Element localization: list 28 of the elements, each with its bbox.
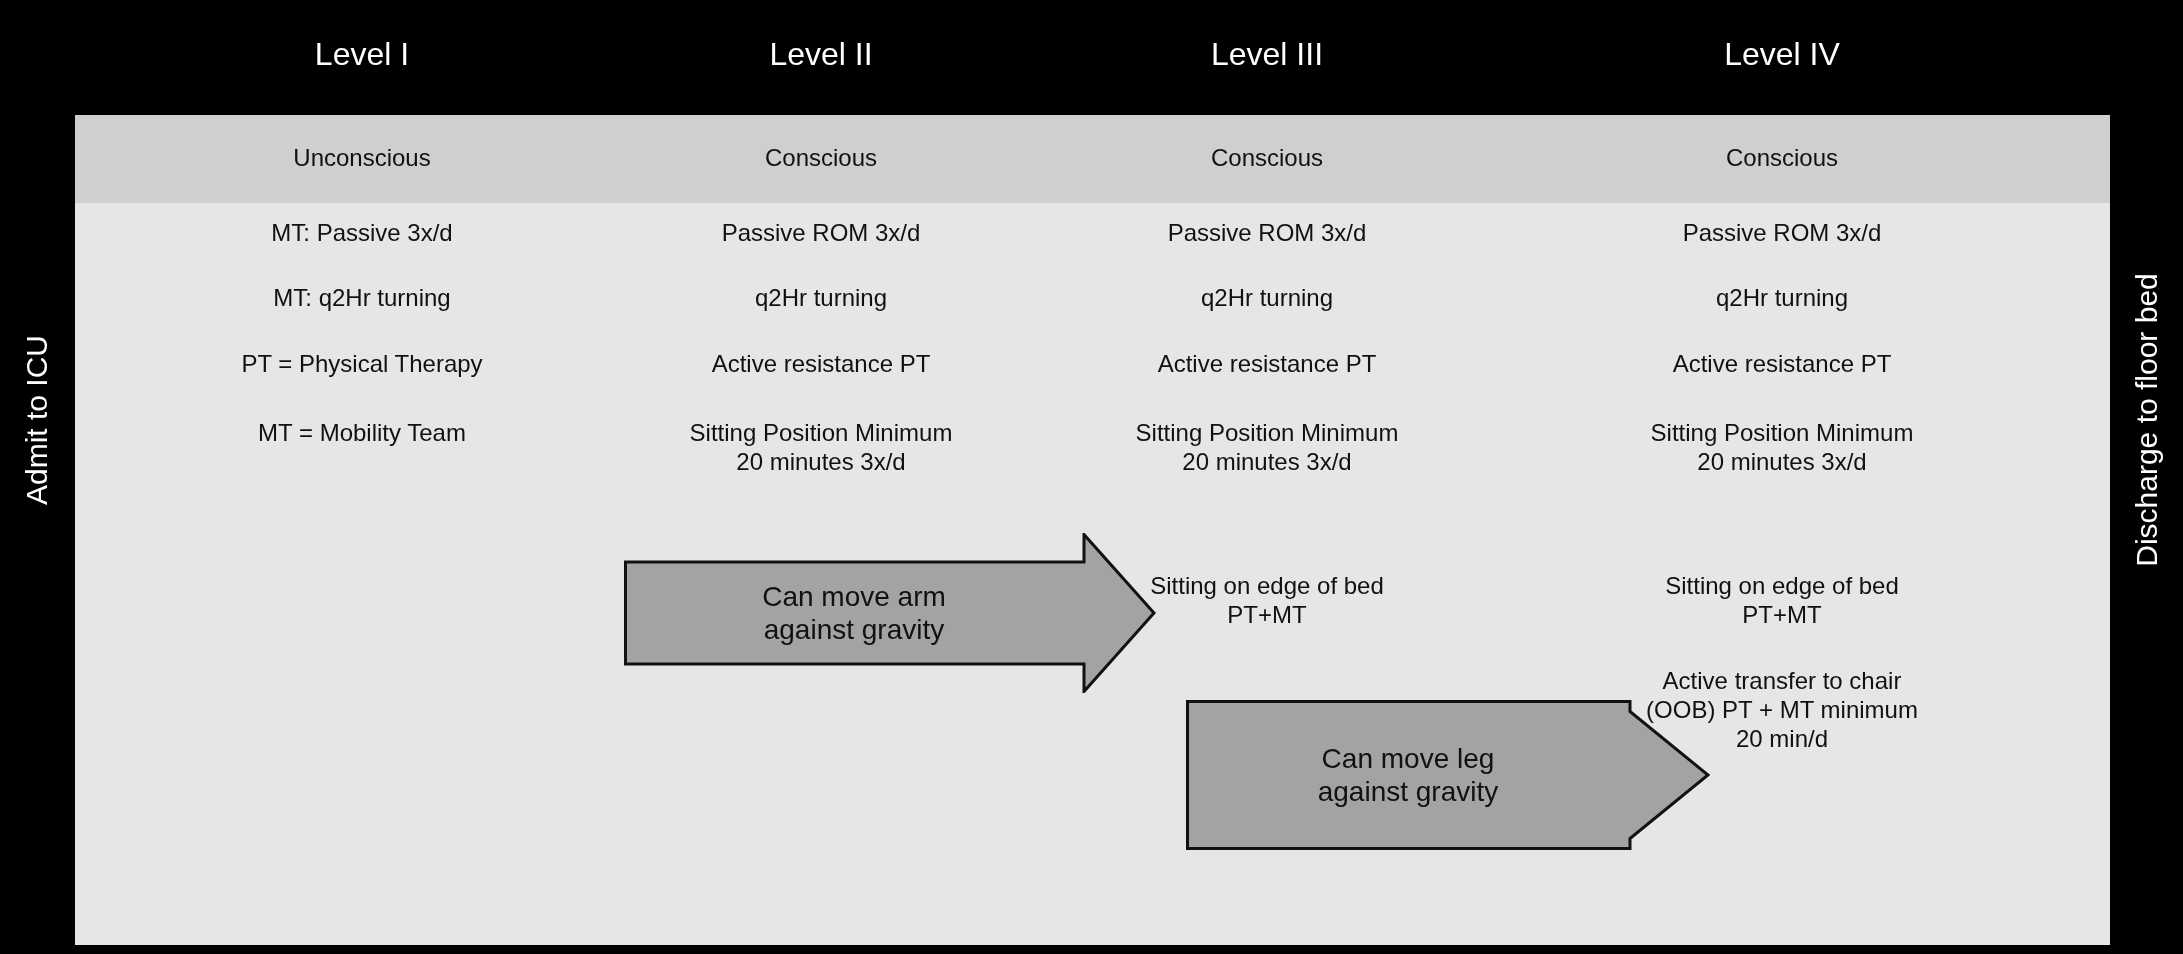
table-cell-text: Passive ROM 3x/d	[1681, 218, 1883, 247]
table-cell-text: MT: q2Hr turning	[272, 283, 452, 312]
table-cell-text: Unconscious	[292, 143, 432, 172]
column-heading: Level I	[313, 40, 411, 69]
table-cell-text: Active resistance PT	[710, 349, 932, 378]
table-cell-text: Sitting Position Minimum 20 minutes 3x/d	[1649, 418, 1915, 476]
table-cell-text: Active transfer to chair (OOB) PT + MT minimum 20 min/d	[1645, 666, 1919, 753]
table-cell-text: Sitting Position Minimum 20 minutes 3x/d	[688, 418, 954, 476]
table-cell-text: Active resistance PT	[1156, 349, 1378, 378]
table-cell-text: Conscious	[1724, 143, 1840, 172]
table-cell-text: Sitting Position Minimum 20 minutes 3x/d	[1134, 418, 1400, 476]
table-cell-text: MT = Mobility Team	[257, 418, 467, 447]
table-cell-text: MT: Passive 3x/d	[270, 218, 454, 247]
table-cell-text: q2Hr turning	[1714, 283, 1850, 312]
table-cell-text: q2Hr turning	[753, 283, 889, 312]
table-cell-text: q2Hr turning	[1199, 283, 1335, 312]
column-heading: Level IV	[1723, 40, 1841, 69]
table-cell-text: Sitting on edge of bed PT+MT	[1664, 571, 1900, 629]
table-cell-text: Conscious	[1209, 143, 1325, 172]
table-cell-text: Active resistance PT	[1671, 349, 1893, 378]
table-cell-text: Conscious	[763, 143, 879, 172]
table-cell-text: Passive ROM 3x/d	[1166, 218, 1368, 247]
table-cell-text: PT = Physical Therapy	[240, 349, 484, 378]
column-heading: Level II	[768, 40, 874, 69]
table-cell-text: Passive ROM 3x/d	[720, 218, 922, 247]
column-heading: Level III	[1209, 40, 1325, 69]
side-label: Discharge to floor bed	[2131, 273, 2161, 567]
side-label: Admit to ICU	[21, 335, 51, 505]
